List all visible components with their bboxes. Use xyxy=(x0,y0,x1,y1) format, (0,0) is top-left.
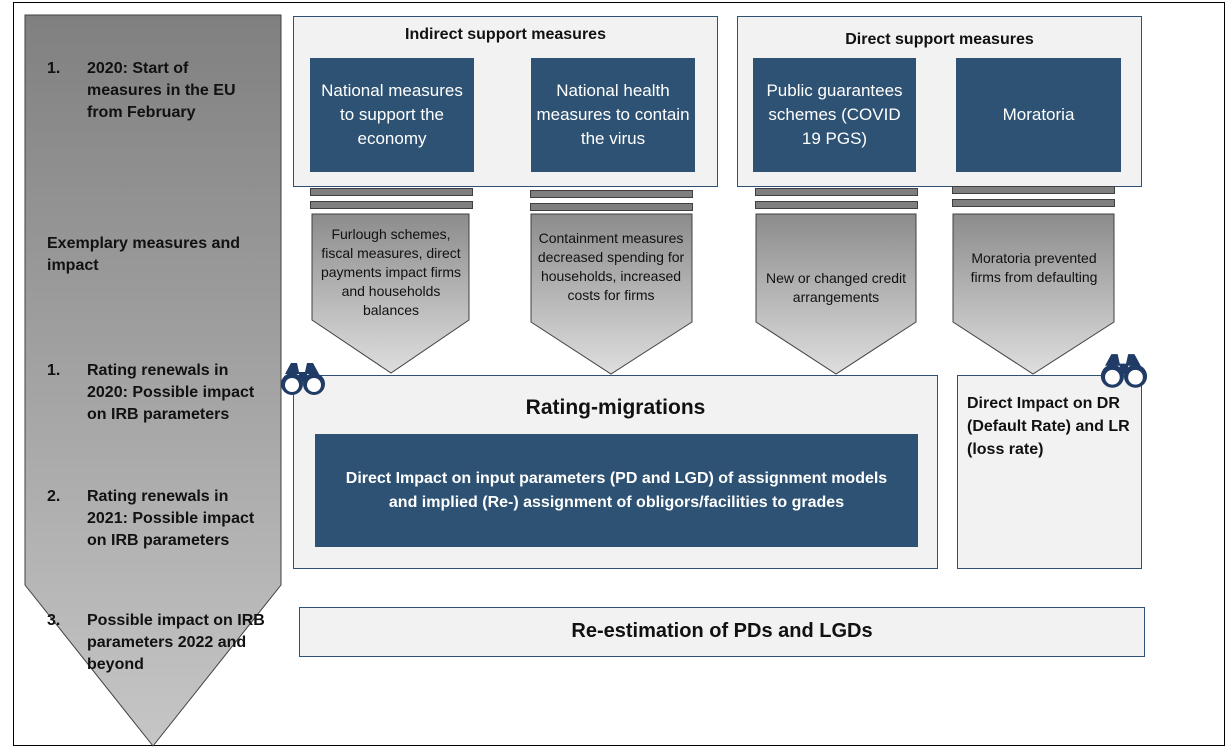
reestimation-panel: Re-estimation of PDs and LGDs xyxy=(299,607,1145,657)
diagram-frame xyxy=(13,2,1225,746)
national-health-box: National health measures to contain the … xyxy=(531,58,695,172)
timeline-arrow xyxy=(24,14,282,747)
binoculars-icon xyxy=(281,363,325,395)
direct-impact-panel xyxy=(957,375,1142,569)
connector-bar xyxy=(310,201,473,209)
direct-support-title: Direct support measures xyxy=(845,31,1034,48)
down-arrow-3 xyxy=(755,213,917,375)
indirect-support-title: Indirect support measures xyxy=(405,26,606,43)
left-item-start: 1.2020: Start of measures in the EU from… xyxy=(47,60,236,121)
direct-impact-input-box: Direct Impact on input parameters (PD an… xyxy=(315,434,918,547)
down-arrow-1 xyxy=(311,213,470,374)
left-exemplary: Exemplary measures and impact xyxy=(47,235,240,274)
connector-bar xyxy=(530,203,693,211)
arrow-text-furlough: Furlough schemes, fiscal measures, direc… xyxy=(320,226,462,318)
left-item-renewal-2021: 2.Rating renewals in 2021: Possible impa… xyxy=(47,488,255,549)
public-guarantees-box: Public guarantees schemes (COVID 19 PGS) xyxy=(753,58,916,172)
rating-migrations-title: Rating-migrations xyxy=(525,396,706,419)
connector-bar xyxy=(952,199,1115,207)
arrow-text-credit: New or changed credit arrangements xyxy=(765,270,907,305)
binoculars-icon xyxy=(1100,354,1148,388)
left-item-2022: 3.Possible impact on IRB parameters 2022… xyxy=(47,612,265,673)
connector-bar xyxy=(755,201,918,209)
direct-impact-text: Direct Impact on DR (Default Rate) and L… xyxy=(967,395,1130,458)
left-item-renewal-2020: 1.Rating renewals in 2020: Possible impa… xyxy=(47,362,255,423)
reestimation-title: Re-estimation of PDs and LGDs xyxy=(571,620,873,642)
connector-bar xyxy=(755,188,918,196)
down-arrow-2 xyxy=(530,213,693,375)
arrow-text-moratoria: Moratoria prevented firms from defaultin… xyxy=(970,250,1098,285)
national-economy-box: National measures to support the economy xyxy=(310,58,474,172)
arrow-text-containment: Containment measures decreased spending … xyxy=(537,230,685,303)
moratoria-box: Moratoria xyxy=(956,58,1121,172)
connector-bar xyxy=(530,190,693,198)
connector-bar xyxy=(310,188,473,196)
down-arrow-4 xyxy=(952,213,1115,375)
connector-bar xyxy=(952,186,1115,194)
